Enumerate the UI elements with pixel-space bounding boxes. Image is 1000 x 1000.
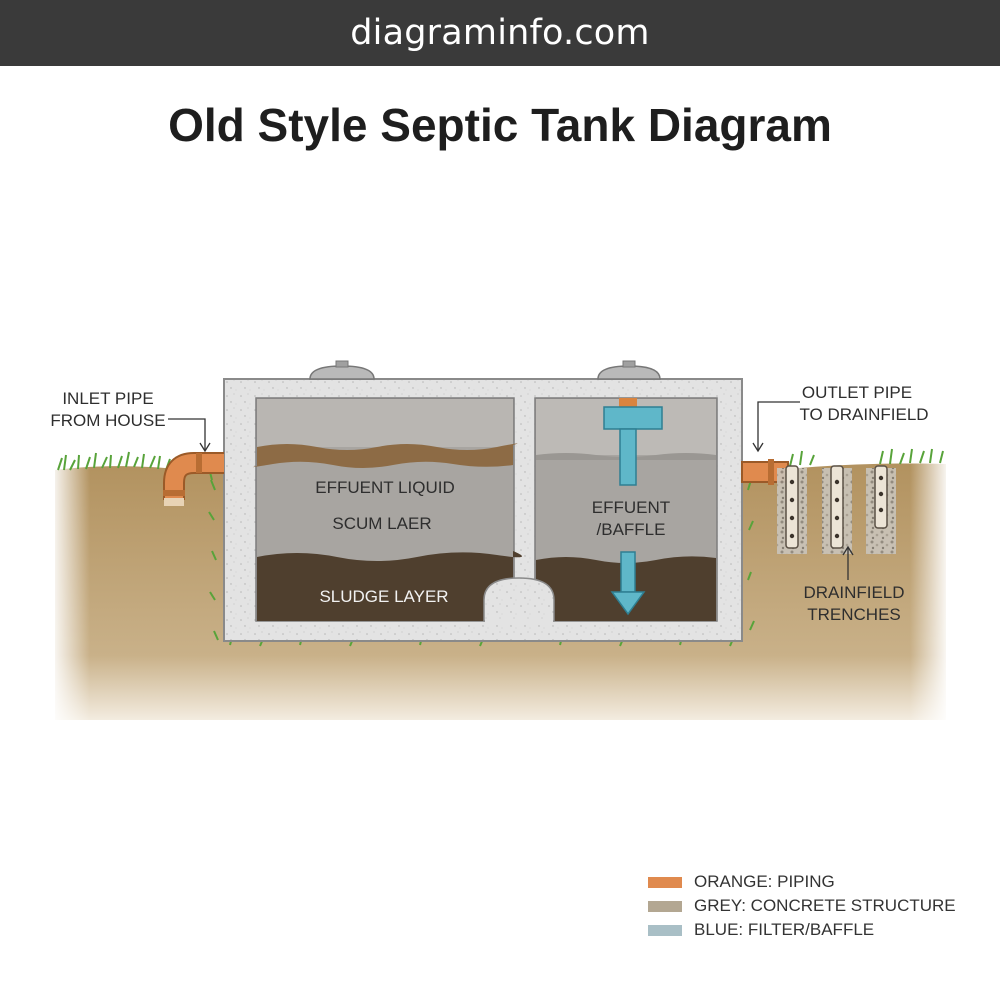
legend-item-concrete: GREY: CONCRETE STRUCTURE [648, 894, 956, 918]
legend-swatch [648, 876, 682, 888]
baffle-label-line2: /BAFFLE [597, 520, 666, 539]
scum-layer-label: SCUM LAER [332, 514, 431, 533]
baffle [603, 398, 663, 616]
sludge-layer-label: SLUDGE LAYER [319, 587, 448, 606]
sludge-left [257, 551, 522, 621]
grass-right [747, 448, 944, 631]
legend-swatch [648, 900, 682, 912]
inlet-label-line2: FROM HOUSE [50, 411, 165, 430]
baffle-label-line1: EFFUENT [592, 498, 670, 517]
legend-item-piping: ORANGE: PIPING [648, 870, 956, 894]
legend-swatch [648, 924, 682, 936]
legend-item-baffle: BLUE: FILTER/BAFFLE [648, 918, 956, 942]
diagram-title: Old Style Septic Tank Diagram [168, 99, 832, 151]
inlet-pipe [163, 452, 224, 506]
header-bar: diagraminfo.com [0, 0, 1000, 66]
effluent-liquid-label: EFFUENT LIQUID [315, 478, 454, 497]
outlet-label-line1: OUTLET PIPE [802, 383, 912, 402]
callout-arrows [168, 401, 854, 580]
drainfield-label-line1: DRAINFIELD [803, 583, 904, 602]
scum-band [252, 443, 518, 468]
legend: ORANGE: PIPING GREY: CONCRETE STRUCTURE … [648, 870, 956, 942]
arch-opening [483, 577, 555, 622]
legend-label: BLUE: FILTER/BAFFLE [694, 920, 875, 939]
outlet-label-line2: TO DRAINFIELD [799, 405, 928, 424]
legend-label: GREY: CONCRETE STRUCTURE [694, 896, 956, 915]
drainfield-trenches [777, 465, 896, 554]
drainfield-label-line2: TRENCHES [807, 605, 901, 624]
site-name[interactable]: diagraminfo.com [350, 13, 650, 53]
inlet-label-line1: INLET PIPE [62, 389, 153, 408]
chamber-left [252, 397, 522, 622]
legend-label: ORANGE: PIPING [694, 872, 835, 891]
